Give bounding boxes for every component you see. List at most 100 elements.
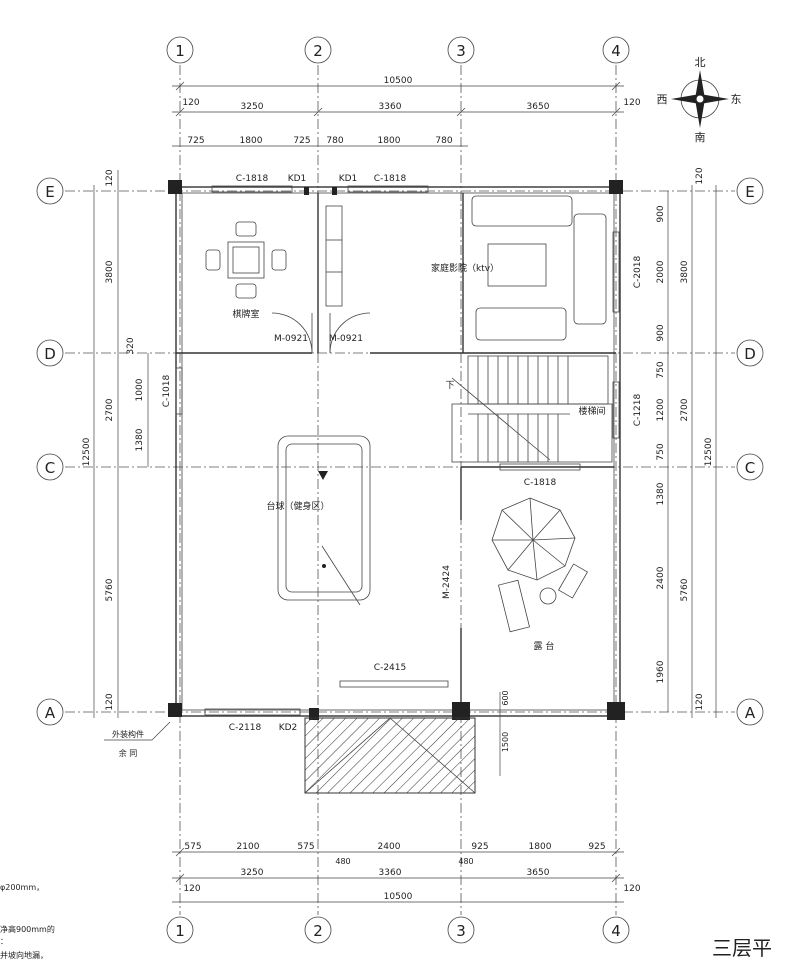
label-m2424: M-2424 (442, 565, 452, 599)
label-external-1: 外装构件 (112, 729, 144, 739)
axis-label-A-left: A (45, 704, 56, 722)
porch-roof: 600 1500 (304, 690, 510, 794)
room-stair: 楼梯间 (578, 405, 605, 417)
dim-left-seg-5: 5760 (105, 578, 115, 601)
label-external-2: 余 同 (119, 748, 138, 758)
compass-icon: 北 南 东 西 (657, 56, 742, 144)
label-m0921-b: M-0921 (329, 334, 363, 344)
dim-bottom-bay-3: 3650 (527, 868, 550, 878)
axis-bubbles-top: 1 2 3 4 (166, 36, 630, 64)
dim-left-seg-6: 120 (105, 693, 115, 710)
dim-top-detail-4: 780 (326, 136, 343, 146)
dim-top-bay-3: 3650 (527, 102, 550, 112)
label-kd1-a: KD1 (288, 174, 307, 184)
label-m0921-a: M-0921 (274, 334, 308, 344)
opening-labels: C-1818 KD1 KD1 C-1818 M-0921 M-0921 C-10… (162, 174, 643, 733)
dim-top-bay-2: 3360 (379, 102, 402, 112)
room-billiards: 台球（健身区） (266, 500, 329, 512)
room-chess: 棋牌室 (232, 308, 259, 320)
axis-label-4-top: 4 (611, 42, 621, 60)
compass-south: 南 (695, 131, 706, 144)
notes: φ200mm， 净高900mm的 ： 并坡向地漏， (0, 883, 55, 960)
dim-top-total: 10500 (384, 76, 413, 86)
label-kd1-b: KD1 (339, 174, 358, 184)
dim-right-seg-5: 120 (695, 693, 705, 710)
dim-bottom-detail-6: 1800 (529, 842, 552, 852)
axis-label-E-left: E (45, 183, 54, 201)
label-c2415: C-2415 (374, 663, 406, 673)
dim-bottom-total: 10500 (384, 892, 413, 902)
axis-label-4-bottom: 4 (611, 922, 621, 940)
room-terrace: 露 台 (534, 640, 555, 652)
cabinet-icon (325, 205, 343, 307)
label-c1018: C-1018 (162, 375, 172, 408)
dim-bottom-offset-left: 120 (183, 884, 200, 894)
dim-right-inner-2: 2000 (656, 260, 666, 283)
compass-east: 东 (731, 93, 742, 106)
dim-right-inner-8: 2400 (656, 566, 666, 589)
dim-right-inner-6: 750 (656, 443, 666, 460)
dim-left-seg-2: 3800 (105, 260, 115, 283)
dim-top-offset-right: 120 (623, 98, 640, 108)
axis-label-1-top: 1 (175, 42, 185, 60)
dim-right-seg-2: 3800 (680, 260, 690, 283)
axis-label-A-right: A (745, 704, 756, 722)
compass-north: 北 (695, 56, 706, 69)
axis-bubbles-bottom: 1 2 3 4 (166, 916, 630, 944)
dim-top-detail-6: 780 (435, 136, 452, 146)
dim-bottom-480-b: 480 (458, 857, 473, 866)
top-dimensions: 10500 120 120 3250 3360 3650 725 1800 72… (172, 76, 641, 147)
dim-right-seg-1: 120 (695, 167, 705, 184)
right-dimensions: 900 2000 900 750 1200 750 1380 2400 1960… (656, 167, 717, 718)
axis-label-C-left: C (45, 459, 55, 477)
axis-bubbles-right: E D C A (736, 177, 764, 726)
dim-top-detail-3: 725 (293, 136, 310, 146)
room-stair-down: 下 (445, 381, 454, 391)
dim-porch-600: 600 (501, 690, 510, 705)
label-c1818-b: C-1818 (374, 174, 407, 184)
axis-label-3-top: 3 (456, 42, 466, 60)
axis-label-1-bottom: 1 (175, 922, 185, 940)
dim-right-inner-3: 900 (656, 324, 666, 341)
dim-left-inner-2: 1380 (135, 428, 145, 451)
label-c1218: C-1218 (633, 394, 643, 427)
sofa-icon (471, 195, 607, 341)
label-c1818-c: C-1818 (524, 478, 557, 488)
dim-top-offset-left: 120 (182, 98, 199, 108)
dim-right-seg-3: 2700 (680, 398, 690, 421)
dim-bottom-detail-5: 925 (471, 842, 488, 852)
dim-right-inner-7: 1380 (656, 482, 666, 505)
dim-bottom-detail-3: 575 (297, 842, 314, 852)
dim-left-seg-1: 120 (105, 169, 115, 186)
dim-top-bay-1: 3250 (241, 102, 264, 112)
dim-porch-1500: 1500 (501, 732, 510, 752)
bottom-dimensions: 575 2100 575 2400 925 1800 925 480 480 3… (172, 842, 641, 903)
external-component-callout: 外装构件 余 同 (104, 721, 171, 758)
axis-label-D-left: D (44, 345, 56, 363)
dim-top-detail-5: 1800 (378, 136, 401, 146)
columns (168, 180, 625, 720)
axis-label-C-right: C (745, 459, 755, 477)
dim-bottom-detail-4: 2400 (378, 842, 401, 852)
dim-bottom-detail-1: 575 (184, 842, 201, 852)
dim-left-seg-4: 2700 (105, 398, 115, 421)
axis-label-E-right: E (745, 183, 754, 201)
walls (175, 186, 621, 717)
note-1: φ200mm， (0, 883, 44, 892)
axis-label-3-bottom: 3 (456, 922, 466, 940)
axis-label-2-top: 2 (313, 42, 323, 60)
label-c1818-a: C-1818 (236, 174, 269, 184)
drawing-title: 三层平 (712, 936, 772, 960)
dim-bottom-offset-right: 120 (623, 884, 640, 894)
mahjong-table-icon (205, 221, 287, 299)
label-c2018: C-2018 (633, 256, 643, 289)
dim-right-total: 12500 (704, 437, 714, 466)
label-c2118: C-2118 (229, 723, 262, 733)
dim-top-detail-2: 1800 (240, 136, 263, 146)
umbrella-icon (491, 497, 588, 633)
compass-west: 西 (657, 93, 668, 106)
note-4: 并坡向地漏， (0, 950, 48, 960)
dim-left-inner-1: 1000 (135, 378, 145, 401)
